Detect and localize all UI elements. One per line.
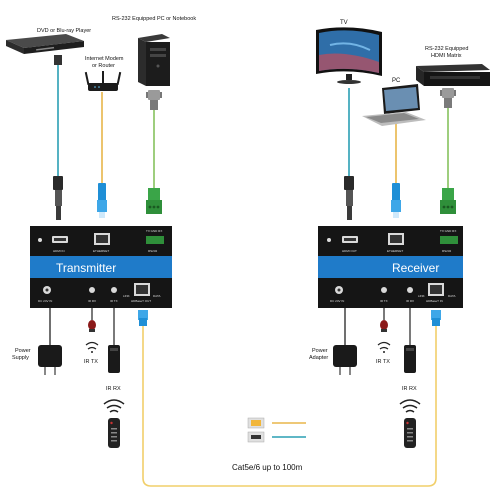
tx-rs232-port — [146, 236, 164, 244]
wireless-signal-icon-left — [103, 399, 125, 413]
rx-hdbaset-label: HDBaseT IN — [426, 299, 443, 303]
wireless-signal-icon-right — [399, 399, 421, 413]
matrix-label: RS-232 Equipped HDMI Matrix — [425, 46, 470, 59]
ir-rx-left-label: IR RX — [106, 386, 121, 392]
transmitter-banner-text: Transmitter — [56, 261, 116, 275]
rx-data-label: DATA — [448, 294, 456, 298]
ir-tx-right-label: IR TX — [376, 359, 390, 365]
tx-hdbaset-label: HDBaseT OUT — [131, 299, 151, 303]
hdmi-plug-left-top — [54, 55, 62, 65]
power-adapter-label: Power Adapter — [309, 348, 329, 361]
receiver-banner — [318, 256, 463, 278]
pc-notebook-label: RS-232 Equipped PC or Notebook — [112, 16, 196, 22]
dvd-player-label: DVD or Blu-ray Player — [37, 28, 91, 34]
rx-dc-label: DC 24V IN — [330, 299, 344, 303]
receiver-unit: HDMI OUT ETHERNET TX GND RX RS232 Receiv… — [318, 226, 463, 308]
tx-data-label: DATA — [153, 294, 161, 298]
ir-tx-left-label: IR TX — [84, 359, 98, 365]
router-label-line2: or Router — [92, 63, 115, 69]
hdmi-plug-right — [344, 176, 354, 220]
power-adapter-label-line1: Power — [312, 348, 328, 354]
rx-ir-rx-label: IR RX — [406, 299, 414, 303]
ir-rx-receiver-left — [108, 345, 120, 373]
tv-icon — [316, 27, 382, 84]
tx-txgndrx-label: TX GND RX — [146, 229, 162, 233]
rx-rs232-label: RS232 — [442, 249, 452, 253]
transmitter-unit: HDMI IN ETHERNET TX GND RX RS232 Transmi… — [30, 226, 172, 308]
matrix-label-line2: HDMI Matrix — [431, 53, 462, 59]
tx-rs232-label: RS232 — [148, 249, 158, 253]
power-supply-label: Power Supply — [12, 348, 32, 361]
ir-tx-emitter-right — [377, 320, 391, 353]
receiver-banner-text: Receiver — [392, 261, 439, 275]
hdmi-plug-left — [53, 176, 63, 220]
tx-ir-tx-port — [111, 287, 117, 293]
tx-ir-rx-label: IR RX — [88, 299, 96, 303]
tx-dc-label: DC 24V IN — [38, 299, 52, 303]
tx-ir-rx-port — [89, 287, 95, 293]
power-adapter-icon — [333, 345, 357, 375]
rx-hdmi-out-label: HDMI OUT — [342, 249, 357, 253]
transmitter-banner — [30, 256, 172, 278]
rx-ir-tx-port — [381, 287, 387, 293]
hdmi-matrix-icon — [416, 64, 490, 86]
rx-txgndrx-label: TX GND RX — [440, 229, 456, 233]
remote-control-icon-right — [404, 418, 416, 448]
tv-label: TV — [340, 20, 348, 26]
rx-ir-rx-port — [407, 287, 413, 293]
laptop-icon — [362, 84, 426, 126]
rj45-plug-left — [97, 183, 107, 218]
rj45-plug-right — [391, 183, 401, 218]
cable-caption: Cat5e/6 up to 100m — [232, 463, 303, 472]
power-supply-label-line1: Power — [15, 348, 31, 354]
power-adapter-label-line2: Adapter — [309, 355, 328, 361]
rx-link-label: LINK — [418, 294, 425, 298]
dvd-player-icon — [6, 34, 84, 54]
remote-control-icon-left — [108, 418, 120, 448]
db9-connector-right — [440, 88, 456, 108]
router-label: Internet Modem or Router — [85, 56, 125, 69]
pc-tower-icon — [138, 34, 170, 86]
pc-label: PC — [392, 78, 401, 84]
tx-link-label: LINK — [123, 294, 130, 298]
router-label-line1: Internet Modem — [85, 56, 124, 62]
tx-ir-tx-label: IR TX — [110, 299, 118, 303]
tx-ethernet-label: ETHERNET — [93, 249, 109, 253]
cable-legend — [247, 417, 306, 443]
matrix-label-line1: RS-232 Equipped — [425, 46, 468, 52]
power-supply-icon — [38, 345, 62, 375]
cat-cable — [142, 325, 437, 487]
cat-plug-tx — [138, 310, 148, 326]
ir-rx-right-label: IR RX — [402, 386, 417, 392]
ir-tx-emitter-left — [85, 320, 99, 353]
power-supply-label-line2: Supply — [12, 355, 29, 361]
transmitter-rear-panel — [30, 278, 172, 308]
rx-ethernet-label: ETHERNET — [387, 249, 403, 253]
phoenix-plug-left — [146, 188, 162, 214]
db9-connector-left — [146, 90, 162, 110]
phoenix-plug-right — [440, 188, 456, 214]
tx-hdmi-in-label: HDMI IN — [53, 249, 65, 253]
rx-ir-tx-label: IR TX — [380, 299, 388, 303]
ir-rx-receiver-right — [404, 345, 416, 373]
router-icon — [84, 71, 122, 91]
cat-plug-rx — [431, 310, 441, 326]
rx-rs232-port — [440, 236, 458, 244]
